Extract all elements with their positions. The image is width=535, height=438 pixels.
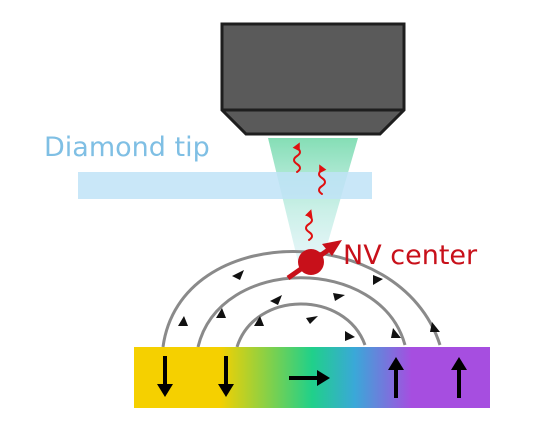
field-arrow-icon [430, 322, 440, 332]
field-arrow-icon [333, 293, 345, 301]
field-line-outer [161, 250, 442, 348]
field-arrow-icon [391, 328, 401, 338]
field-arrow-icon [254, 316, 264, 326]
field-arrow-icon [270, 295, 282, 305]
photon-emissions [292, 142, 327, 241]
spin-arrowhead [322, 240, 342, 256]
wavy-arrow-icon [292, 142, 301, 173]
field-arrow-icon [232, 270, 244, 280]
stray-field-lines [161, 250, 442, 348]
arrow-up-icon [451, 357, 467, 398]
nv-center-label: NV center [343, 240, 478, 271]
magnetization-arrows [157, 356, 467, 398]
arrow-right-icon [289, 370, 330, 386]
field-arrow-icon [345, 331, 355, 341]
nv-center [286, 240, 342, 281]
wavy-arrow-icon [318, 164, 327, 195]
field-arrow-icon [216, 308, 226, 318]
field-arrow-icon [178, 316, 188, 326]
field-line-inner [235, 302, 367, 348]
arrow-up-icon [388, 357, 404, 398]
diamond-tip-slab [78, 172, 372, 199]
microscope-objective [220, 22, 406, 136]
wavy-arrow-icon [304, 209, 313, 241]
arrow-down-icon [157, 356, 173, 397]
field-line-middle [196, 276, 407, 348]
field-arrow-icon [306, 316, 318, 324]
field-arrow-icon [373, 275, 383, 285]
nv-center-dot [298, 249, 324, 275]
excitation-light-cone [268, 138, 358, 270]
field-arrowheads [178, 270, 440, 341]
diamond-tip-label: Diamond tip [44, 132, 210, 163]
arrow-down-icon [218, 356, 234, 397]
